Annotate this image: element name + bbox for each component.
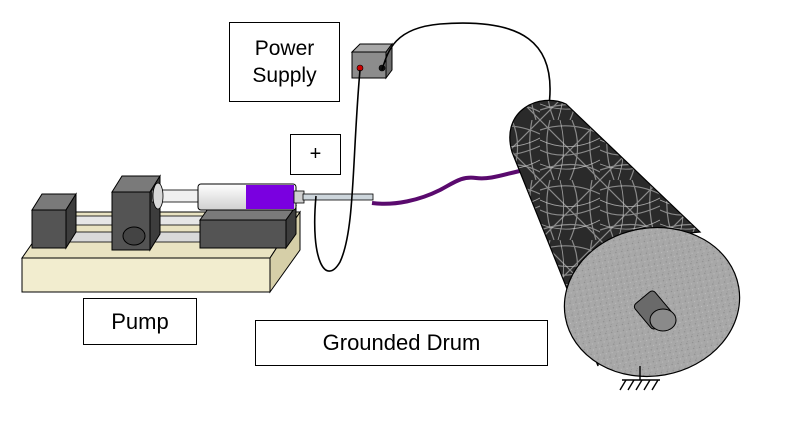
grounded-drum-collector [509, 99, 741, 378]
grounded-drum-label: Grounded Drum [255, 320, 548, 366]
syringe-tip [293, 190, 305, 204]
polymer-solution [246, 185, 294, 209]
pump-holder-side [285, 204, 297, 250]
pump-base-front [21, 257, 271, 293]
power-supply-top [350, 43, 393, 53]
syringe-pump [21, 174, 305, 294]
spinneret-needle [302, 193, 374, 201]
pump-holder-block [199, 219, 287, 249]
drum-axle [633, 290, 677, 332]
positive-polarity-label: + [290, 134, 341, 175]
polymer-fiber-jet [371, 168, 525, 206]
positive-lead-wire [313, 69, 361, 272]
pump-left-block [31, 209, 67, 249]
ground-symbol-icon [619, 366, 660, 391]
power-supply-unit [350, 42, 393, 80]
pump-knob [122, 226, 146, 246]
plunger-flange [152, 182, 164, 210]
pump-left-block-side [65, 192, 77, 250]
power-supply-side [385, 42, 393, 80]
power-supply-label: Power Supply [229, 22, 340, 102]
ground-lead-wire [381, 22, 551, 113]
pump-label: Pump [83, 298, 197, 345]
